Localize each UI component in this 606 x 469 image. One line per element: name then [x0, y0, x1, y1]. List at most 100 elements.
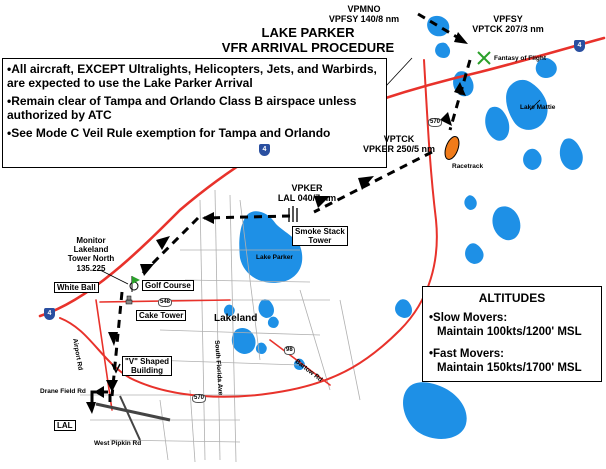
lake-east-2: [535, 57, 557, 78]
lake-east-4: [523, 148, 542, 170]
lake-south-6: [293, 358, 305, 370]
airport-rd: [95, 299, 113, 411]
monitor-tower-label: Monitor Lakeland Tower North 135.225: [56, 236, 126, 273]
arrowhead-4: [358, 176, 374, 190]
lake-mattie: [506, 79, 548, 130]
lake-east-3: [559, 138, 583, 170]
lal-label: LAL: [54, 420, 76, 432]
lake-south-3: [267, 316, 279, 328]
arrowhead-12: [86, 402, 96, 414]
rule-1: •All aircraft, EXCEPT Ultralights, Helic…: [7, 62, 377, 90]
waypoint-vptck: VPTCK VPKER 250/5 nm: [358, 134, 440, 154]
lake-east-1: [485, 106, 510, 141]
lake-north-1: [427, 15, 450, 37]
arrowhead-9: [108, 332, 118, 346]
arrowhead-5: [314, 196, 330, 208]
drane-field-label: Drane Field Rd: [40, 388, 86, 395]
street-13: [189, 389, 196, 463]
route-leg-vpmno-vpfsy: [417, 12, 463, 42]
lake-south-4: [255, 342, 267, 354]
lake-mattie-label: Lake Mattie: [520, 104, 556, 111]
v-building-line-1: "V" Shaped: [125, 357, 170, 366]
waypoint-vpmno: VPMNO VPFSY 140/8 nm: [326, 4, 402, 24]
lakes-layer: [141, 15, 583, 439]
sr570-shield-north: 570: [428, 118, 443, 127]
smoke-stack-line-1: Smoke Stack: [295, 227, 345, 236]
lakeland-label: Lakeland: [214, 313, 258, 324]
cake-tower-icon: [125, 295, 133, 305]
monitor-line-4: 135.225: [76, 263, 106, 273]
smoke-stack-icon: [288, 206, 298, 222]
vpfsy-fix: VPTCK 207/3 nm: [472, 24, 544, 34]
street-12: [159, 399, 169, 461]
street-16: [339, 299, 361, 401]
white-ball-icon: [129, 281, 139, 291]
bartow-rd: [269, 339, 331, 386]
rule-3: •See Mode C Veil Rule exemption for Tamp…: [7, 126, 331, 140]
fantasy-of-flight-label: Fantasy of Flight: [494, 55, 546, 62]
interstate-4-shield-west: 4: [44, 308, 55, 320]
racetrack-label: Racetrack: [452, 163, 484, 170]
slow-movers-label: •Slow Movers:: [429, 312, 508, 324]
lake-south-5: [223, 304, 235, 316]
map-title: LAKE PARKER VFR ARRIVAL PROCEDURE: [218, 25, 398, 56]
street-14: [239, 199, 261, 361]
street-8: [184, 279, 311, 283]
runway-2: [119, 395, 141, 441]
arrowhead-3: [440, 112, 452, 126]
street-15: [299, 289, 331, 391]
lake-east-5: [492, 206, 521, 241]
leader-monitor: [99, 269, 129, 285]
rules-box: •All aircraft, EXCEPT Ultralights, Helic…: [2, 58, 387, 168]
arrival-route: [108, 12, 472, 404]
lake-south-1: [231, 328, 256, 354]
vpker-fix: LAL 040/7 nm: [277, 193, 337, 203]
lake-east-8: [395, 299, 412, 318]
lake-east-7: [465, 243, 484, 264]
street-11: [109, 439, 241, 443]
monitor-line-3: Tower North: [67, 254, 115, 264]
fast-movers-label: •Fast Movers:: [429, 348, 504, 360]
cake-tower-label: Cake Tower: [136, 310, 187, 322]
lal-airport: [95, 395, 171, 441]
interstate-4-shield-northeast: 4: [574, 40, 585, 52]
altitudes-title: ALTITUDES: [478, 291, 546, 305]
slow-movers-value: Maintain 100kts/1200' MSL: [437, 326, 582, 338]
street-2: [214, 189, 221, 461]
lake-north-2: [435, 42, 451, 58]
leader-lines: [99, 57, 541, 285]
route-downwind-turn: [90, 390, 108, 404]
lake-east-6: [464, 195, 477, 210]
smoke-stack-label: Smoke Stack Tower: [292, 226, 348, 247]
title-line-2: VFR ARRIVAL PROCEDURE: [221, 39, 395, 55]
sr570-shield-south: 570: [192, 394, 207, 403]
waypoint-vpker: VPKER LAL 040/7 nm: [272, 183, 342, 203]
vpker-name: VPKER: [291, 183, 323, 193]
street-1: [199, 199, 206, 461]
arrowhead-10: [106, 380, 118, 392]
vpmno-fix: VPFSY 140/8 nm: [328, 14, 400, 24]
racetrack-oval: [444, 136, 460, 160]
route-leg-ball-south: [110, 291, 124, 397]
street-5: [159, 329, 321, 336]
lake-south-2: [258, 299, 274, 318]
leader-rules-box: [385, 57, 413, 87]
vptck-name: VPTCK: [383, 134, 415, 144]
arrowhead-7: [156, 236, 170, 250]
vpfsy-name: VPFSY: [493, 14, 523, 24]
golf-course-label: Golf Course: [142, 280, 194, 292]
sr98-shield: 98: [284, 346, 295, 355]
title-line-1: LAKE PARKER: [261, 25, 355, 40]
monitor-line-1: Monitor: [76, 236, 106, 245]
waypoint-vpfsy: VPFSY VPTCK 207/3 nm: [470, 14, 546, 34]
runway: [95, 402, 171, 422]
arrowhead-1: [454, 32, 468, 44]
lake-parker-label: Lake Parker: [256, 254, 293, 261]
arrowhead-2: [454, 82, 466, 96]
route-leg-vpker-turn: [203, 214, 291, 220]
v-building-label: "V" Shaped Building: [122, 356, 173, 377]
smoke-stack-line-2: Tower: [308, 236, 332, 246]
lake-parker: [239, 211, 303, 283]
